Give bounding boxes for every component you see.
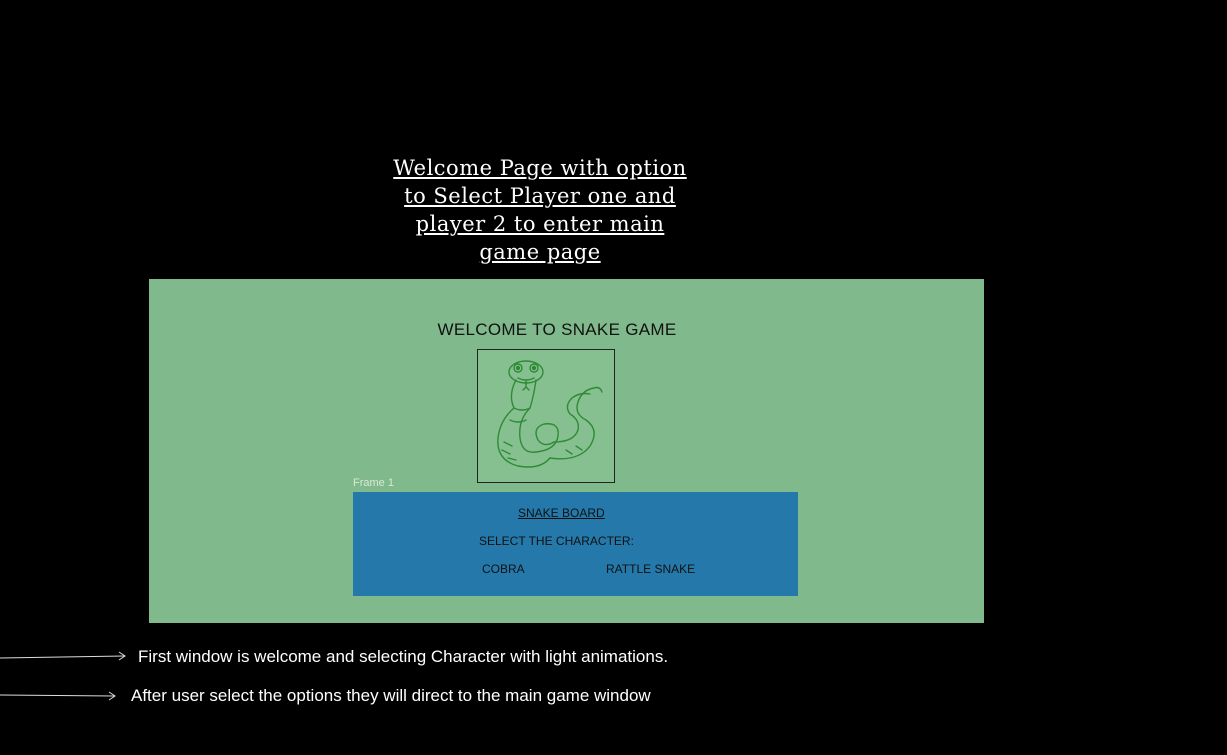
snake-illustration-icon xyxy=(497,360,603,468)
welcome-frame: WELCOME TO SNAKE GAME xyxy=(149,279,984,623)
note-after-select: After user select the options they will … xyxy=(131,686,651,705)
cobra-option[interactable]: COBRA xyxy=(482,562,525,576)
rattle-snake-option[interactable]: RATTLE SNAKE xyxy=(606,562,696,576)
snake-board-title[interactable]: SNAKE BOARD xyxy=(518,506,605,520)
frame-label: Frame 1 xyxy=(353,477,394,489)
annotation-heading: Welcome Page with option to Select Playe… xyxy=(393,156,687,264)
select-character-label: SELECT THE CHARACTER: xyxy=(479,534,634,548)
welcome-title: WELCOME TO SNAKE GAME xyxy=(437,320,677,339)
note-first-window: First window is welcome and selecting Ch… xyxy=(138,647,669,666)
arrow-icon xyxy=(0,691,116,701)
arrow-icon xyxy=(0,651,126,661)
snake-board-panel: SNAKE BOARD SELECT THE CHARACTER: COBRA … xyxy=(353,492,798,596)
snake-illustration xyxy=(477,349,615,483)
